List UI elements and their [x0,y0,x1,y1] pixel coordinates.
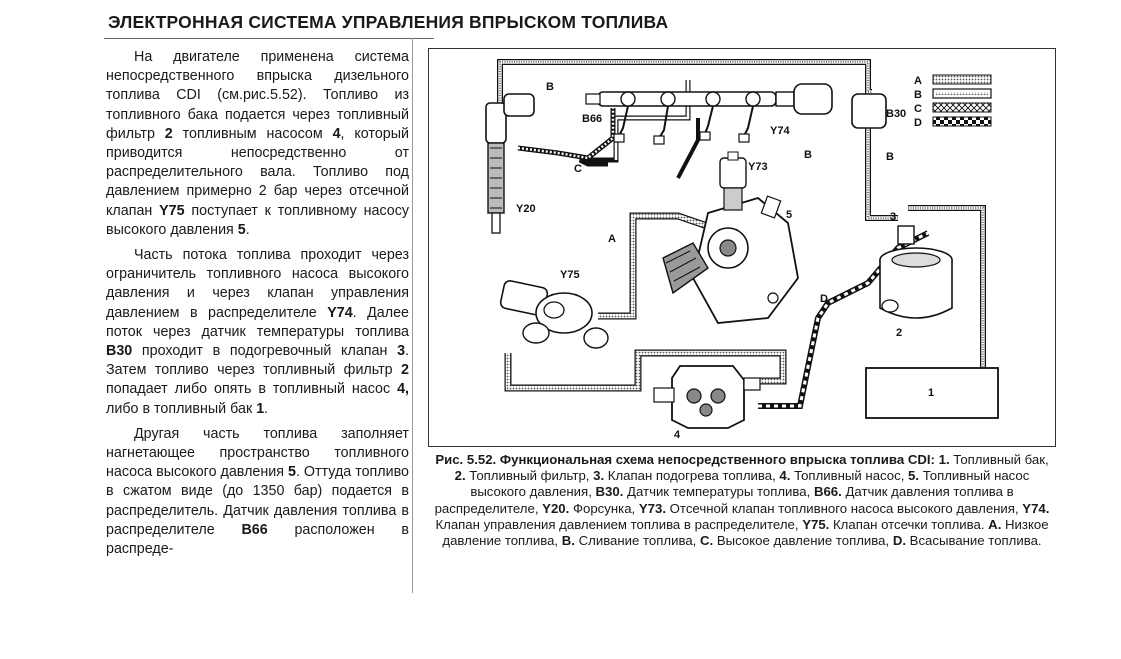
caption-run: 4. [779,468,791,484]
label-3: 3 [890,211,896,223]
caption-run: Рис. 5.52. Функциональная схема непосред… [435,452,935,467]
diagram-labels: B B66 Y74 B30 C Y73 B B Y20 5 3 A Y75 D … [516,81,934,441]
caption-run: Высокое давление топлива, [713,533,893,549]
injector-y20 [485,93,535,234]
figure-caption: Рис. 5.52. Функциональная схема непосред… [432,452,1052,549]
caption-run: Низкое давление топлива, [442,516,1049,549]
caption-run: Отсечной клапан топливного насоса высоко… [666,500,1023,516]
fuel-system-diagram: A B C D [485,59,999,441]
caption-run: Топливный насос, [790,468,909,484]
legend-label-d: D [914,117,922,129]
body-text-column: На двигателе применена система непосредс… [106,48,409,565]
legend-label-b: B [914,89,922,101]
pressure-control-valve-y74 [775,83,833,115]
caption-run: Топливный насос высокого давления, [470,468,1030,500]
label-1: 1 [928,387,934,399]
label-2: 2 [896,327,902,339]
caption-run: Топливный фильтр, [465,468,594,484]
low-pressure-line-a [504,212,787,392]
paragraph-1: На двигателе применена система непосредс… [106,49,409,238]
fuel-rail [585,91,777,145]
paragraph-2: Часть потока топлива проходит через огра… [106,247,409,417]
caption-run: Топливный бак, [949,452,1049,467]
high-pressure-pump-5 [662,151,799,324]
suction-line-d [758,230,930,409]
title-underline [104,38,434,39]
label-y74: Y74 [770,125,790,137]
caption-run: Датчик температуры топлива, [623,484,814,500]
caption-run: Датчик давления топлива в распределителе… [434,484,1014,516]
label-d: D [820,293,828,305]
caption-run: Клапан управления давлением топлива в ра… [435,516,803,532]
caption-run: 3. [593,468,605,484]
caption-run: Клапан подогрева топлива, [604,468,780,484]
column-divider [412,38,413,593]
caption-run: С. [700,533,714,549]
caption-run: 2. [454,468,466,484]
caption-run: Сливание топлива, [574,533,700,549]
label-y20: Y20 [516,203,536,215]
fuel-pump-4 [653,365,761,429]
label-y75: Y75 [560,269,580,281]
legend-label-a: A [914,75,922,87]
caption-run: Y74. [1022,500,1050,516]
caption-run: 5. [908,468,920,484]
caption-run: Форсунка, [569,500,639,516]
caption-run: Y75. [802,516,830,532]
fuel-cutoff-valve-y75 [499,280,609,349]
caption-run: B30. [595,484,624,500]
label-y73: Y73 [748,161,768,173]
figure-frame [428,48,1056,447]
legend-swatch-a [932,74,992,85]
label-a: A [608,233,616,245]
label-b66: B66 [582,113,602,125]
label-b-right: B [886,151,894,163]
legend-label-c: C [914,103,922,115]
caption-run: D. [892,533,906,549]
fuel-tank-1 [865,367,999,419]
fuel-filter-2 [879,225,953,319]
label-c: C [574,163,582,175]
label-5: 5 [786,209,792,221]
caption-run: А. [988,516,1002,532]
label-b30: B30 [886,108,906,120]
caption-run: Y73. [638,500,667,516]
high-pressure-line-c [517,108,616,161]
paragraph-3: Другая часть топлива заполняет нагнетающ… [106,425,410,558]
temperature-sensor-b30 [851,93,887,129]
caption-run: 1. [938,452,950,467]
caption-run: B66. [813,484,842,500]
section-title: ЭЛЕКТРОННАЯ СИСТЕМА УПРАВЛЕНИЯ ВПРЫСКОМ … [108,12,669,32]
label-4: 4 [674,429,681,441]
caption-run: Y20. [542,500,570,516]
caption-run: В. [561,533,575,549]
legend: A B C D [914,74,992,129]
legend-swatch-c [932,102,992,113]
label-b-top: B [546,81,554,93]
label-b-mid: B [804,149,812,161]
legend-swatch-d [932,116,992,127]
caption-run: Всасывание топлива. [906,533,1042,549]
return-line-b [497,59,986,373]
caption-run: Клапан отсечки топлива. [829,516,989,532]
